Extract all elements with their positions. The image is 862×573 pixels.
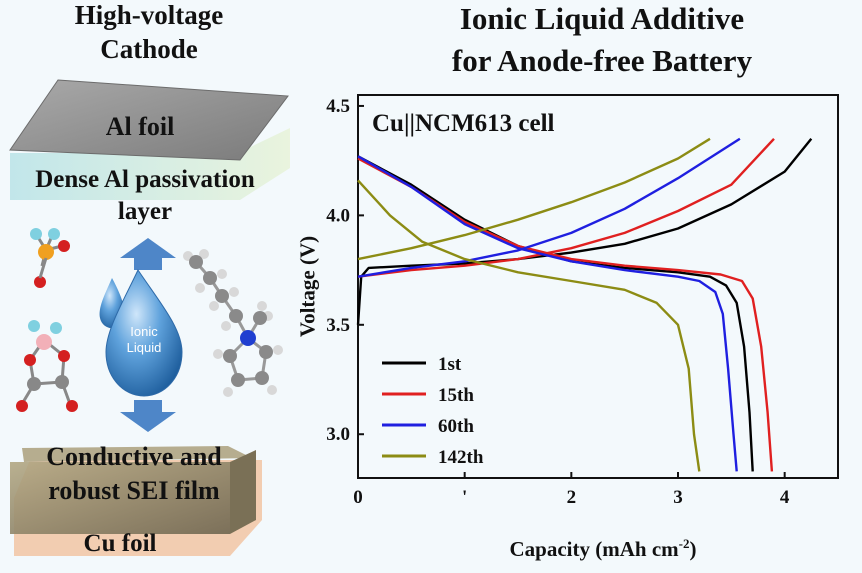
sei-line2: robust SEI film (48, 476, 220, 505)
series-1st-discharge-line (357, 155, 754, 472)
cathode-top-face (9, 79, 289, 161)
y-tick-label: 3.0 (326, 424, 350, 445)
sei-side-face (230, 450, 256, 534)
axis-ticks: 0 ' 2 3 4 3.0 3.5 4.0 4.5 (326, 96, 790, 508)
x-axis-label: Capacity (mAh cm-2) (438, 536, 768, 562)
cathode-front-face (10, 128, 290, 200)
x-axis-label-main: Capacity (mAh cm (509, 537, 679, 561)
drop-label-line1: Ionic (130, 324, 158, 339)
legend: 1st 15th 60th 142th (382, 354, 484, 468)
y-tick-label: 4.5 (326, 96, 350, 117)
x-tick-label: 3 (673, 487, 683, 508)
plot-frame (357, 94, 839, 479)
passivation-line1: Dense Al passivation (35, 166, 255, 193)
al-foil-label: Al foil (105, 112, 175, 141)
series-15th-discharge-line (357, 157, 774, 472)
cathode-title: High-voltage Cathode (40, 0, 258, 66)
series-1st-charge-line (356, 138, 813, 325)
sei-line1: Conductive and (46, 442, 222, 471)
legend-label-15th: 15th (438, 385, 474, 406)
passivation-label: Dense Al passivation layer (0, 164, 290, 228)
legend-label-142th: 142th (438, 447, 484, 468)
cell-annotation: Cu||NCM613 cell (372, 110, 555, 137)
ionic-liquid-drop (99, 268, 183, 397)
molecule-po2f2-icon (30, 228, 70, 288)
series-60th-charge-line (357, 137, 741, 278)
drop-label: Ionic Liquid (112, 324, 176, 356)
chart-title-line2: for Anode-free Battery (451, 43, 753, 78)
y-tick-label: 4.0 (326, 205, 350, 226)
x-tick-label: ' (462, 487, 467, 508)
x-tick-label: 0 (353, 487, 363, 508)
sei-front-face (10, 462, 230, 534)
passivation-line2: layer (117, 198, 173, 225)
molecule-borate-icon (16, 320, 78, 412)
legend-label-1st: 1st (438, 354, 462, 375)
series-142th-charge-line (357, 137, 711, 261)
sei-label: Conductive and robust SEI film (0, 440, 268, 508)
legend-label-60th: 60th (438, 416, 474, 437)
cathode-title-line1: High-voltage (74, 0, 224, 30)
x-axis-label-end: ) (689, 537, 697, 561)
cu-foil-label: Cu foil (83, 530, 157, 557)
chart-title-line1: Ionic Liquid Additive (459, 1, 745, 36)
blue-arrow-down (120, 400, 176, 432)
blue-arrow-up (120, 238, 176, 270)
cathode-block (9, 79, 290, 200)
drop-label-line2: Liquid (126, 340, 162, 355)
sei-top-face (22, 446, 252, 462)
cathode-title-line2: Cathode (100, 34, 198, 64)
y-tick-label: 3.5 (326, 315, 350, 336)
plot-area (356, 137, 813, 472)
chart-title: Ionic Liquid Additive for Anode-free Bat… (402, 0, 802, 82)
series-60th-discharge-line (357, 155, 738, 472)
series-15th-charge-line (357, 137, 775, 278)
x-axis-label-sup: -2 (678, 536, 690, 551)
x-tick-label: 2 (567, 487, 577, 508)
y-axis-label: Voltage (V) (295, 235, 320, 338)
x-tick-label: 4 (780, 487, 790, 508)
anode-block (10, 446, 262, 556)
molecule-pyrrolidinium-icon (183, 249, 283, 397)
series-142th-discharge-line (357, 179, 701, 472)
large-drop-icon (105, 268, 183, 397)
